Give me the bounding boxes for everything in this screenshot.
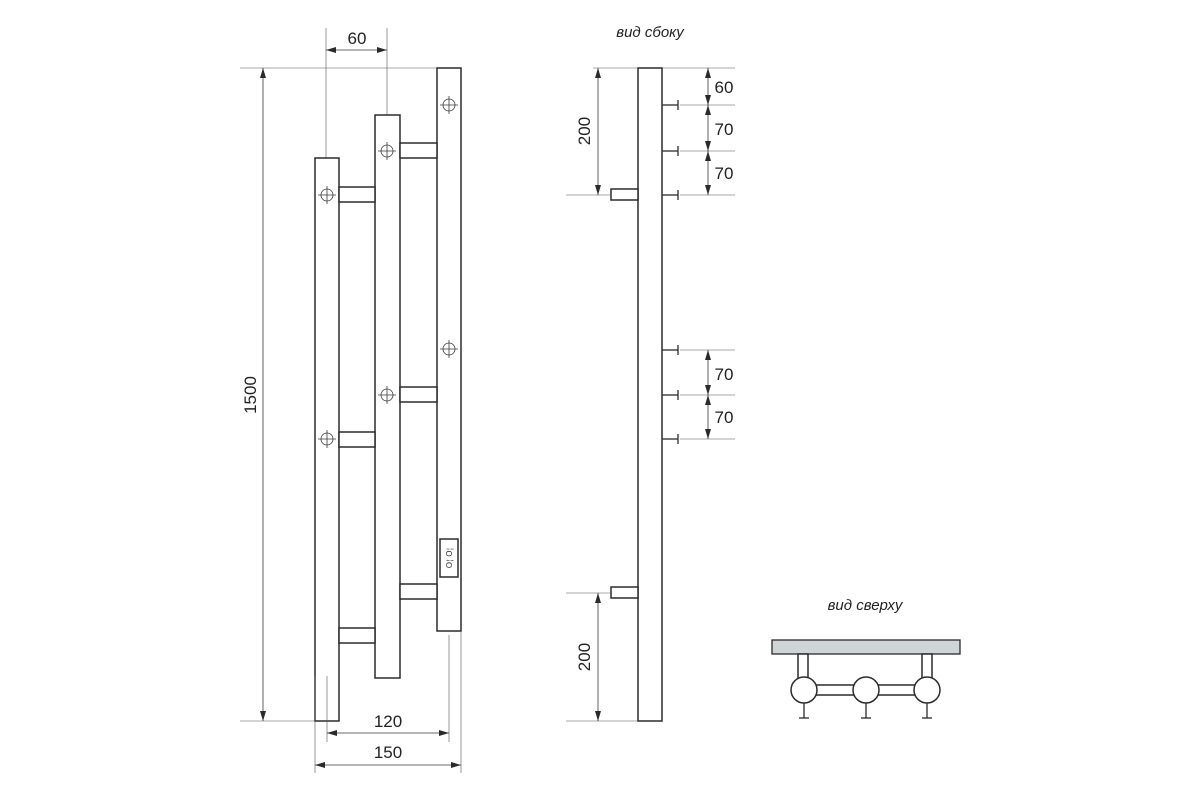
connector-bar <box>399 386 438 403</box>
connector-bar <box>338 431 376 448</box>
pin-icon <box>861 703 871 719</box>
side-rail <box>637 67 663 722</box>
rail-section <box>790 676 818 704</box>
switch-label: O¦ O¦ <box>445 548 454 569</box>
dim-pin-spacing-label: 70 <box>715 408 734 427</box>
rail-section <box>913 676 941 704</box>
connector-bar <box>338 186 376 203</box>
side-view-caption: вид сбоку <box>616 24 685 41</box>
mount-point-icon <box>440 340 458 358</box>
pin-icon <box>662 390 679 400</box>
pin-icon <box>922 703 932 719</box>
front-view: 1500 60 <box>240 28 462 773</box>
wall-bracket <box>610 586 639 599</box>
rail-section <box>852 676 880 704</box>
mount-point-icon <box>378 142 396 160</box>
cross-tube <box>876 684 918 696</box>
power-switch-icon: O¦ O¦ <box>439 538 459 578</box>
rail-middle <box>374 114 401 679</box>
connector-bar <box>399 142 438 159</box>
pin-icon <box>662 434 679 444</box>
dim-pin-spacing-label: 70 <box>715 120 734 139</box>
wall-bracket <box>610 188 639 201</box>
top-view: вид сверху <box>771 597 961 719</box>
standoff <box>921 653 933 681</box>
pin-icon <box>662 190 679 200</box>
dim-pin-spacing-label: 70 <box>715 164 734 183</box>
top-view-caption: вид сверху <box>828 597 904 614</box>
mount-point-icon <box>440 96 458 114</box>
pin-icon <box>662 100 679 110</box>
dim-top-offset-label: 200 <box>575 117 594 145</box>
wall-plate <box>771 639 961 655</box>
mount-point-icon <box>318 430 336 448</box>
mount-point-icon <box>318 186 336 204</box>
dim-width-total-label: 150 <box>374 743 402 762</box>
connector-bar <box>338 627 376 644</box>
cross-tube <box>813 684 855 696</box>
standoff <box>797 653 809 681</box>
dim-bottom-offset-label: 200 <box>575 643 594 671</box>
mount-point-icon <box>378 386 396 404</box>
dim-pin-spacing-label: 70 <box>715 365 734 384</box>
side-view: вид сбоку 200 200 <box>566 24 735 722</box>
pin-icon <box>662 146 679 156</box>
pin-icon <box>799 703 809 719</box>
dim-pin-spacing-label: 60 <box>715 78 734 97</box>
dim-width-inner-label: 120 <box>374 712 402 731</box>
dim-height-label: 1500 <box>241 376 260 414</box>
connector-bar <box>399 583 438 600</box>
dim-spacing-label: 60 <box>348 29 367 48</box>
pin-icon <box>662 345 679 355</box>
